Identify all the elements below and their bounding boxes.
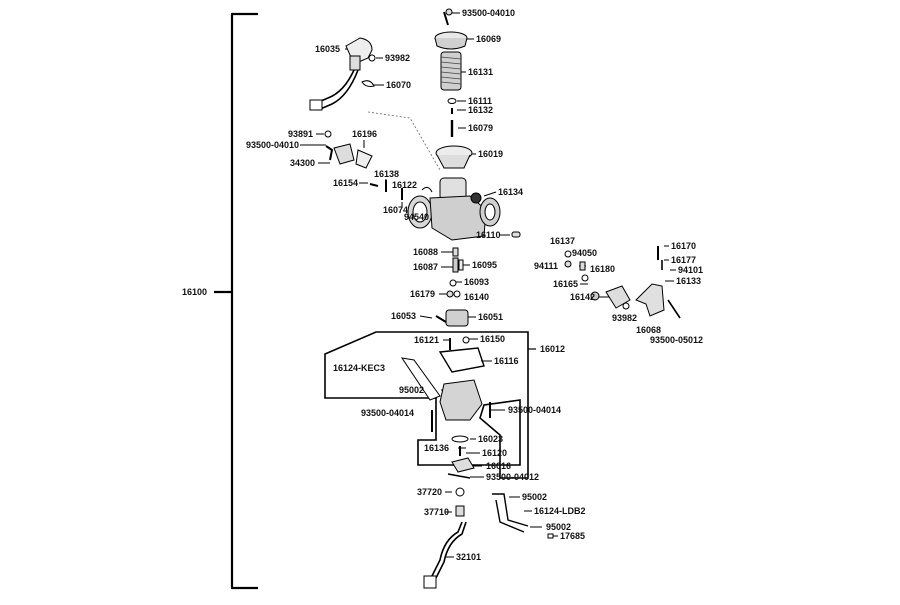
- part-label: 16093: [464, 277, 490, 287]
- part-label: 94101: [678, 265, 704, 275]
- float-bowl-icon: [400, 336, 485, 421]
- part-label: 16070: [386, 80, 412, 90]
- part-label: 95002: [399, 385, 425, 395]
- part-label: 95002: [522, 492, 548, 502]
- part-label: 16053: [391, 311, 417, 321]
- part-label: 16165: [553, 279, 579, 289]
- group-16012-boundary: [324, 331, 529, 479]
- part-label: 16068: [636, 325, 662, 335]
- part-label: 93500-05012: [650, 335, 704, 345]
- part-label: 16133: [676, 276, 702, 286]
- part-label: 16196: [352, 129, 378, 139]
- drain-hose-icon: [423, 487, 554, 589]
- part-label: 16116: [494, 356, 519, 366]
- spring-icon: [440, 51, 462, 91]
- part-label: 16170: [671, 241, 697, 251]
- part-label: 16019: [478, 149, 504, 159]
- part-label: 16087: [413, 262, 439, 272]
- part-label: 16095: [472, 260, 498, 270]
- part-label: 16023: [478, 434, 504, 444]
- part-label: 37720: [417, 487, 443, 497]
- part-label: 16110: [476, 230, 501, 240]
- part-label: 17685: [560, 531, 586, 541]
- assembly-bracket: [214, 12, 258, 590]
- part-label: 16079: [468, 123, 494, 133]
- part-label: 16136: [424, 443, 450, 453]
- part-label: 16131: [468, 67, 494, 77]
- part-label: 93500-04014: [508, 405, 562, 415]
- part-label: 93500-04010: [462, 8, 516, 18]
- part-label: 16142: [570, 292, 596, 302]
- part-label: 16140: [464, 292, 490, 302]
- part-label: 16132: [468, 105, 494, 115]
- part-label: 16179: [410, 289, 436, 299]
- part-label: 16121: [414, 335, 440, 345]
- part-label: 16177: [671, 255, 697, 265]
- bowl-bottom-parts-icon: [431, 402, 491, 479]
- part-label: 93891: [288, 129, 314, 139]
- auto-choke-icon: [309, 37, 376, 111]
- part-label: 93982: [385, 53, 411, 63]
- part-label: 16074: [383, 205, 409, 215]
- part-label: 16124-LDB2: [534, 506, 586, 516]
- part-label: 16137: [550, 236, 576, 246]
- part-label: 94111: [534, 261, 559, 271]
- part-label: 16035: [315, 44, 341, 54]
- diaphragm-icon: [435, 145, 473, 169]
- part-label: 37710: [424, 507, 450, 517]
- part-label: 95002: [546, 522, 572, 532]
- right-linkage-icon: [564, 246, 681, 319]
- part-label: 16138: [374, 169, 400, 179]
- needle-clip-icon: [447, 98, 457, 137]
- part-label: 93500-04012: [486, 472, 540, 482]
- part-label: 16069: [476, 34, 502, 44]
- part-label: 16111: [468, 96, 493, 106]
- part-label: 34300: [290, 158, 316, 168]
- throttle-linkage-icon: [324, 130, 373, 169]
- part-label: 94050: [572, 248, 598, 258]
- screw-icon: [443, 8, 453, 26]
- part-label: 16120: [482, 448, 508, 458]
- part-label: 16134: [498, 187, 524, 197]
- part-label: 16180: [590, 264, 616, 274]
- carburetor-body-icon: [407, 177, 501, 241]
- part-label: 93500-04010: [246, 140, 300, 150]
- group-label: 16012: [540, 344, 566, 354]
- cable-path: [367, 111, 441, 171]
- assembly-label: 16100: [182, 287, 208, 297]
- part-label: 16088: [413, 247, 439, 257]
- part-label: 16122: [392, 180, 418, 190]
- part-label: 94540: [404, 212, 430, 222]
- part-label: 93982: [612, 313, 638, 323]
- part-label: 16150: [480, 334, 506, 344]
- carb-cap-icon: [434, 31, 468, 50]
- part-label: 32101: [456, 552, 482, 562]
- part-label: 16051: [478, 312, 504, 322]
- part-label: 93500-04014: [361, 408, 415, 418]
- jets-icon: [435, 247, 469, 327]
- part-label: 16154: [333, 178, 359, 188]
- part-label: 16124-KEC3: [333, 363, 386, 373]
- jet-needle-parts-icon: [369, 180, 521, 238]
- part-label: 16016: [486, 461, 512, 471]
